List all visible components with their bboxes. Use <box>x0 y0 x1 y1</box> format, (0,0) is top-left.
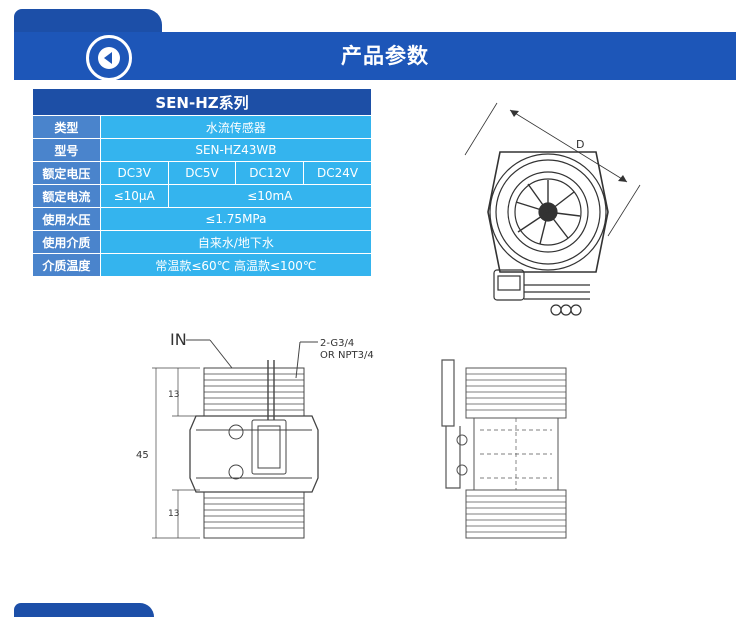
table-row: 介质温度 常温款≤60℃ 高温款≤100℃ <box>32 253 373 277</box>
row-label: 型号 <box>32 138 101 162</box>
voltage-value: DC3V <box>99 161 169 185</box>
thread-label-1: 2-G3/4 <box>320 338 354 349</box>
table-row: 使用介质 自来水/地下水 <box>32 230 373 254</box>
row-value: 常温款≤60℃ 高温款≤100℃ <box>99 253 373 277</box>
spec-table: SEN-HZ系列 类型 水流传感器 型号 SEN-HZ43WB 额定电压 DC3… <box>32 88 373 277</box>
row-label: 额定电流 <box>32 184 101 208</box>
side-view-drawing <box>152 339 319 539</box>
header-banner <box>14 32 736 80</box>
voltage-value: DC5V <box>167 161 237 185</box>
inlet-label: IN <box>170 330 187 349</box>
footer-tab <box>14 603 154 617</box>
voltage-value: DC12V <box>235 161 305 185</box>
current-value: ≤10μA <box>99 184 169 208</box>
row-value: 水流传感器 <box>99 115 373 139</box>
row-label: 额定电压 <box>32 161 101 185</box>
row-value: ≤1.75MPa <box>99 207 373 231</box>
front-view-drawing <box>441 359 567 539</box>
thread-label-2: OR NPT3/4 <box>320 350 374 361</box>
row-label: 使用介质 <box>32 230 101 254</box>
table-row: 额定电压 DC3V DC5V DC12V DC24V <box>32 161 372 185</box>
dimension-top: 13 <box>168 390 179 400</box>
table-row: 类型 水流传感器 <box>32 115 373 139</box>
back-arrow-icon <box>98 47 120 69</box>
row-value: 自来水/地下水 <box>99 230 373 254</box>
voltage-value: DC24V <box>303 161 372 185</box>
table-row: 额定电流 ≤10μA ≤10mA <box>32 184 373 208</box>
row-label: 类型 <box>32 115 101 139</box>
back-button[interactable] <box>86 35 132 81</box>
table-caption: SEN-HZ系列 <box>32 88 372 116</box>
top-view-drawing <box>464 102 641 316</box>
dimension-total: 45 <box>136 450 149 461</box>
dimension-bottom: 13 <box>168 509 179 519</box>
diameter-label: D <box>576 138 584 151</box>
page-title: 产品参数 <box>341 44 429 68</box>
row-label: 介质温度 <box>32 253 101 277</box>
